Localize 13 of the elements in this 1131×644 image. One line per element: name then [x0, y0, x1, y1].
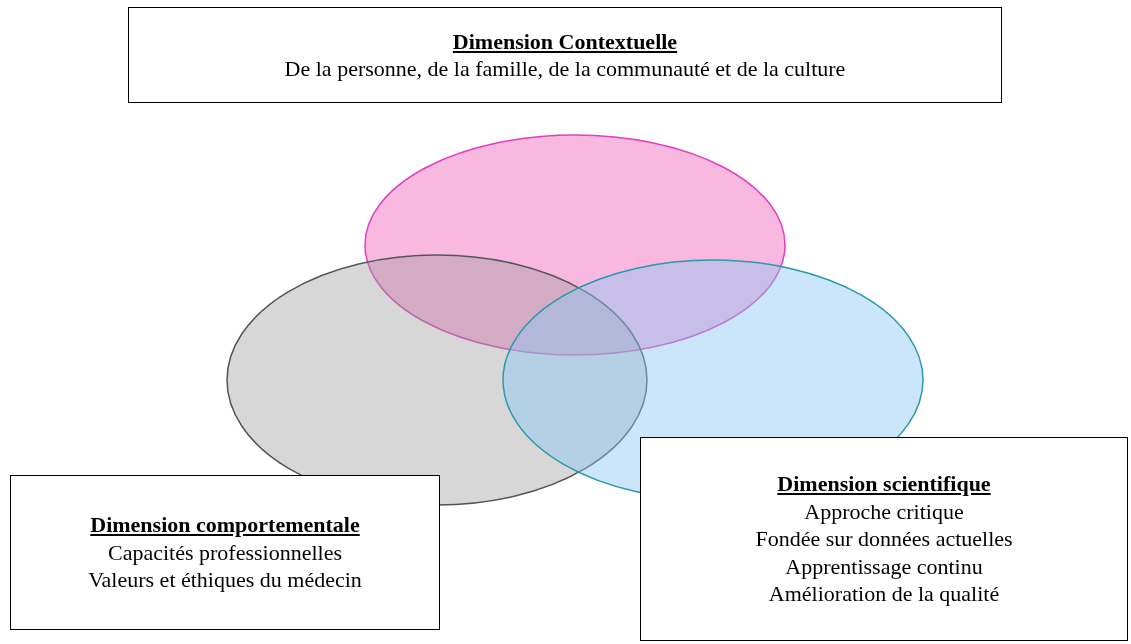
box-text: Capacités professionnelles — [108, 538, 342, 567]
box-text: Fondée sur données actuelles — [755, 525, 1013, 553]
text-box — [128, 7, 1002, 103]
box-text: De la personne, de la famille, de la communauté et de la culture — [284, 55, 846, 83]
box-heading: Dimension comportementale — [90, 511, 360, 539]
box-text: Approche critique — [804, 497, 964, 526]
box-text: Valeurs et éthiques du médecin — [88, 566, 362, 594]
text-box — [10, 475, 440, 630]
box-text: Amélioration de la qualité — [768, 580, 1000, 608]
box-text: Apprentissage continu — [785, 552, 983, 581]
box-heading: Dimension Contextuelle — [452, 27, 678, 55]
box-heading: Dimension scientifique — [777, 470, 991, 498]
text-box — [640, 437, 1128, 641]
